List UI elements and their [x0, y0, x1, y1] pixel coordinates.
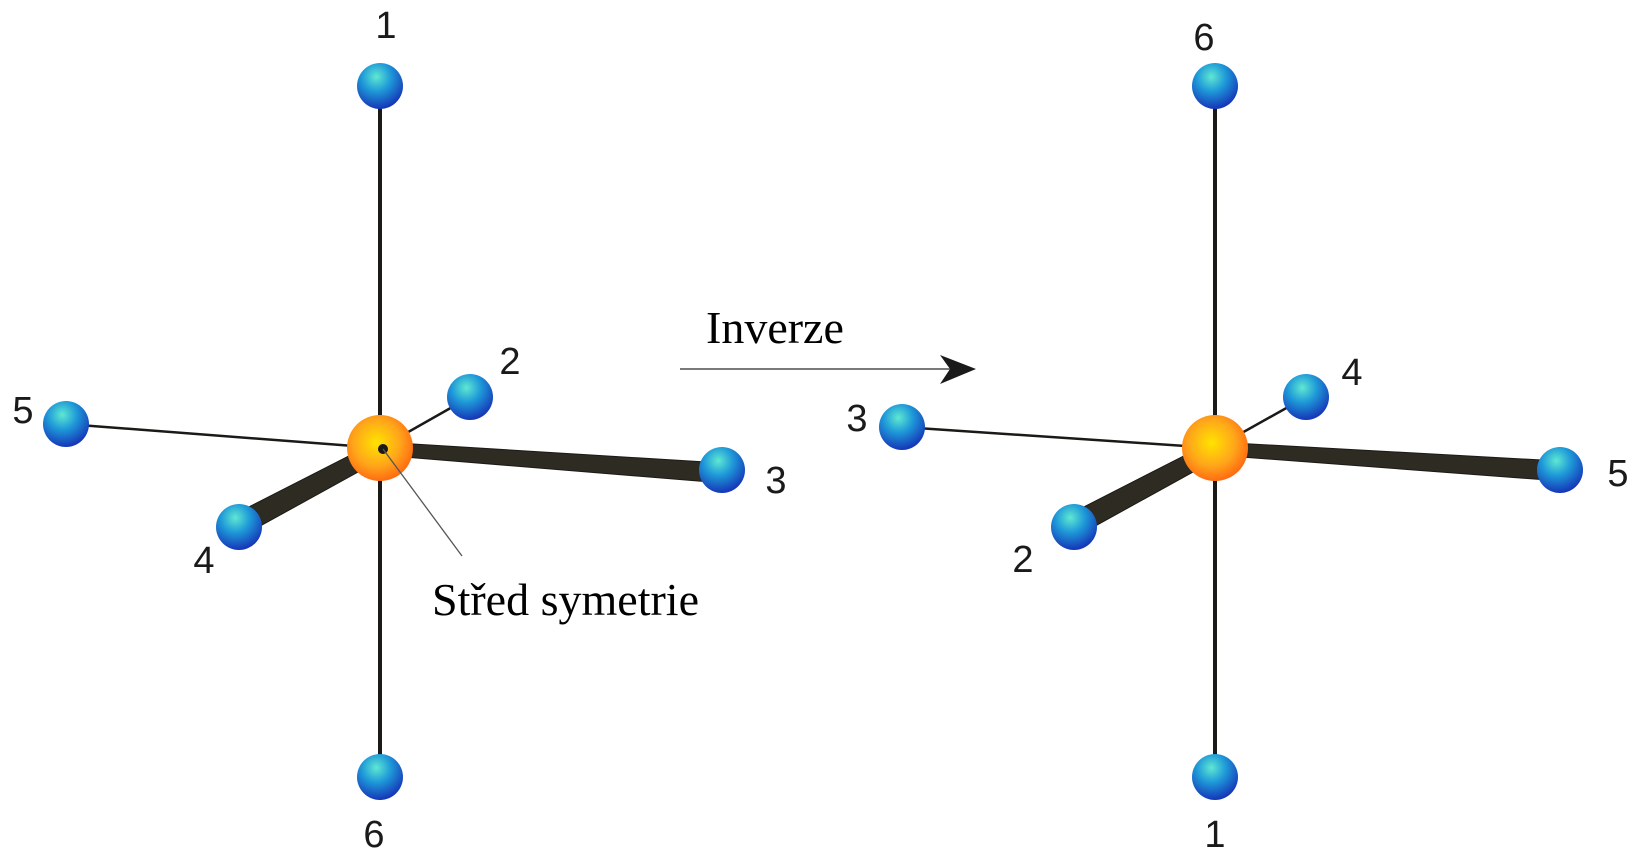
arrow-label: Inverze — [706, 302, 844, 353]
label-front-left: 4 — [193, 540, 214, 582]
inversion-arrow: Inverze — [680, 302, 976, 384]
ligand-atom-left-after — [879, 404, 925, 450]
ligand-atom-back-right-after — [1283, 374, 1329, 420]
molecule-before: 1 2 3 4 5 6 Střed symetrie — [12, 5, 786, 852]
label-back-right-after: 4 — [1341, 352, 1362, 394]
ligand-atom-right-after — [1537, 447, 1583, 493]
label-right: 3 — [765, 460, 786, 502]
ligand-atom-top-after — [1192, 63, 1238, 109]
ligand-atom-bottom — [357, 754, 403, 800]
ligand-atom-right — [699, 447, 745, 493]
ligand-atom-front-left-after — [1051, 504, 1097, 550]
bond-left — [64, 422, 382, 450]
ligand-atom-front-left — [216, 504, 262, 550]
center-label: Střed symetrie — [432, 574, 699, 625]
label-left-after: 3 — [846, 398, 867, 440]
label-back-right: 2 — [499, 341, 520, 383]
ligand-atom-back-right — [447, 374, 493, 420]
molecule-after: 6 4 5 2 3 1 — [846, 17, 1628, 852]
label-top: 1 — [375, 5, 396, 47]
label-bottom: 6 — [363, 814, 384, 852]
bond-left-after — [900, 425, 1217, 450]
ligand-atom-top — [357, 63, 403, 109]
bond-right-after — [1214, 441, 1561, 482]
symmetry-center-leader — [382, 448, 463, 557]
ligand-atom-bottom-after — [1192, 754, 1238, 800]
bond-right — [379, 441, 723, 484]
label-left: 5 — [12, 390, 33, 432]
label-right-after: 5 — [1607, 453, 1628, 495]
label-top-after: 6 — [1193, 17, 1214, 59]
arrow-head — [940, 355, 976, 384]
label-front-left-after: 2 — [1012, 539, 1033, 581]
ligand-atom-left — [43, 401, 89, 447]
label-bottom-after: 1 — [1204, 814, 1225, 852]
center-atom-after — [1182, 415, 1248, 481]
